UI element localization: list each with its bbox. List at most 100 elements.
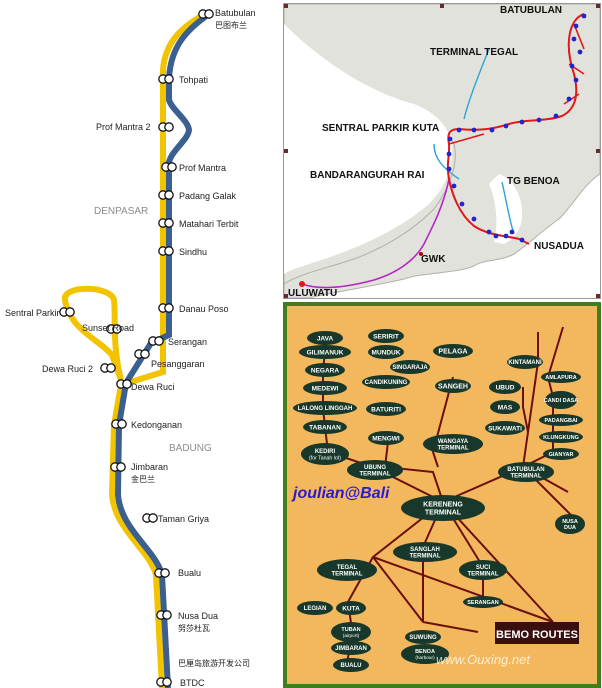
route-stop — [571, 36, 577, 42]
route-stop — [569, 63, 575, 69]
label-sentral-parkir-kuta: SENTRAL PARKIR KUTA — [322, 123, 439, 134]
station-sub-btdc: 巴厘岛旅游开发公司 — [178, 658, 250, 668]
bemo-node — [297, 601, 333, 615]
station-marker — [65, 307, 75, 317]
route-stop — [456, 127, 462, 133]
bemo-node-label: SANGEH — [438, 383, 468, 390]
bemo-node-label: SUCI — [476, 565, 491, 571]
watermark: www.Ouxing.net — [436, 652, 531, 667]
route-stop — [446, 151, 452, 157]
bemo-node — [485, 421, 525, 435]
bemo-node-label: AMLAPURA — [545, 375, 576, 381]
station-marker — [154, 336, 164, 346]
bemo-node-label: JIMBARAN — [335, 646, 367, 652]
bemo-node — [433, 344, 473, 358]
bemo-node-label: MAS — [498, 404, 513, 411]
bemo-node — [299, 345, 351, 359]
station-label-prof-mantra-2: Prof Mantra 2 — [96, 122, 151, 132]
station-label-dewa-ruci-2: Dewa Ruci 2 — [42, 364, 93, 374]
route-stop — [503, 123, 509, 129]
bemo-node — [362, 375, 410, 389]
label-bandarangurah-rai: BANDARANGURAH RAI — [310, 170, 425, 181]
bemo-node — [303, 420, 347, 434]
station-labels: Batubulan 巴图布兰 Tohpati Prof Mantra 2 Pro… — [5, 8, 256, 688]
bemo-node-label: BATURITI — [371, 406, 401, 413]
bemo-node — [366, 402, 406, 416]
station-marker — [164, 218, 174, 228]
bemo-node — [393, 542, 457, 562]
bemo-node-label: MEDEWI — [312, 385, 339, 392]
label-tg-benoa: TG BENOA — [507, 176, 560, 187]
sea-west — [284, 24, 453, 274]
bemo-node-label: CANDI DASA — [544, 398, 579, 404]
station-label-taman-griya: Taman Griya — [158, 514, 209, 524]
blue-line — [114, 11, 211, 688]
bemo-node — [331, 641, 371, 655]
station-label-btdc: BTDC — [180, 678, 205, 688]
bemo-node-label: SANGLAH — [410, 547, 440, 553]
bemo-node — [539, 431, 583, 443]
route-stop — [573, 77, 579, 83]
geographic-route-map: BATUBULAN TERMINAL TEGAL SENTRAL PARKIR … — [283, 3, 601, 299]
station-marker — [167, 162, 177, 172]
route-stop — [451, 183, 457, 189]
station-marker — [162, 610, 172, 620]
station-label-bualu: Bualu — [178, 568, 201, 578]
label-gwk: GWK — [421, 254, 446, 265]
bemo-node — [401, 644, 449, 664]
bemo-node-label: SINGARAJA — [392, 365, 428, 371]
station-label-prof-mantra: Prof Mantra — [179, 163, 226, 173]
station-label-kedonganan: Kedonganan — [131, 420, 182, 430]
station-label-sindhu: Sindhu — [179, 247, 207, 257]
route-stop — [519, 237, 525, 243]
bemo-node-label: UBUD — [496, 384, 515, 391]
route-stop — [493, 233, 499, 239]
area-label-denpasar: DENPASAR — [94, 206, 148, 217]
corner-markers — [284, 4, 600, 298]
yellow-line — [108, 11, 207, 688]
bemo-node-label: TERMINAL — [360, 471, 391, 477]
route-stop — [581, 13, 587, 19]
bemo-node-label: TEGAL — [337, 565, 358, 571]
branch-route — [448, 23, 585, 145]
bemo-node — [423, 434, 483, 454]
bemo-node-label: KINTAMANI — [508, 360, 542, 366]
bemo-node-label: SUKAWATI — [488, 425, 522, 432]
bemo-node-label: LALONG LINGGAH — [298, 406, 353, 412]
bemo-node — [545, 391, 577, 409]
route-stop — [503, 233, 509, 239]
bemo-node — [368, 329, 404, 343]
route-stop — [577, 49, 583, 55]
bemo-node — [368, 431, 404, 445]
bemo-node — [543, 448, 579, 460]
station-marker — [164, 190, 174, 200]
bemo-node-label: WANGAYA — [438, 439, 469, 445]
bemo-node — [555, 514, 585, 534]
bemo-node-label: NEGARA — [311, 367, 339, 374]
station-label-pesanggaran: Pesanggaran — [151, 359, 205, 369]
bemo-node-label: JAVA — [317, 335, 334, 342]
route-stop — [553, 113, 559, 119]
bemo-node — [347, 460, 403, 480]
bemo-node — [490, 400, 520, 414]
bemo-node-label: GILIMANUK — [307, 349, 344, 356]
bemo-node-label: SERANGAN — [467, 600, 499, 606]
bemo-node-sublabel: (airport) — [343, 633, 360, 638]
station-label-sentral-parkir: Sentral Parkir — [5, 308, 60, 318]
station-marker — [162, 677, 172, 687]
uluwatu-route — [301, 178, 450, 289]
bemo-node — [459, 560, 507, 580]
route-stop — [471, 127, 477, 133]
bemo-node-label: CANDIKUNING — [365, 380, 408, 386]
route-stop — [536, 117, 542, 123]
station-marker — [160, 568, 170, 578]
station-marker — [122, 379, 132, 389]
bemo-node — [463, 596, 503, 608]
station-sub-nusa-dua: 努莎杜瓦 — [178, 623, 210, 633]
route-stop — [446, 166, 452, 172]
area-labels: DENPASAR BADUNG — [94, 206, 212, 454]
station-marker — [116, 462, 126, 472]
bemo-node-label: KUTA — [342, 605, 360, 612]
route-stops — [446, 13, 587, 243]
bemo-node — [368, 345, 404, 359]
